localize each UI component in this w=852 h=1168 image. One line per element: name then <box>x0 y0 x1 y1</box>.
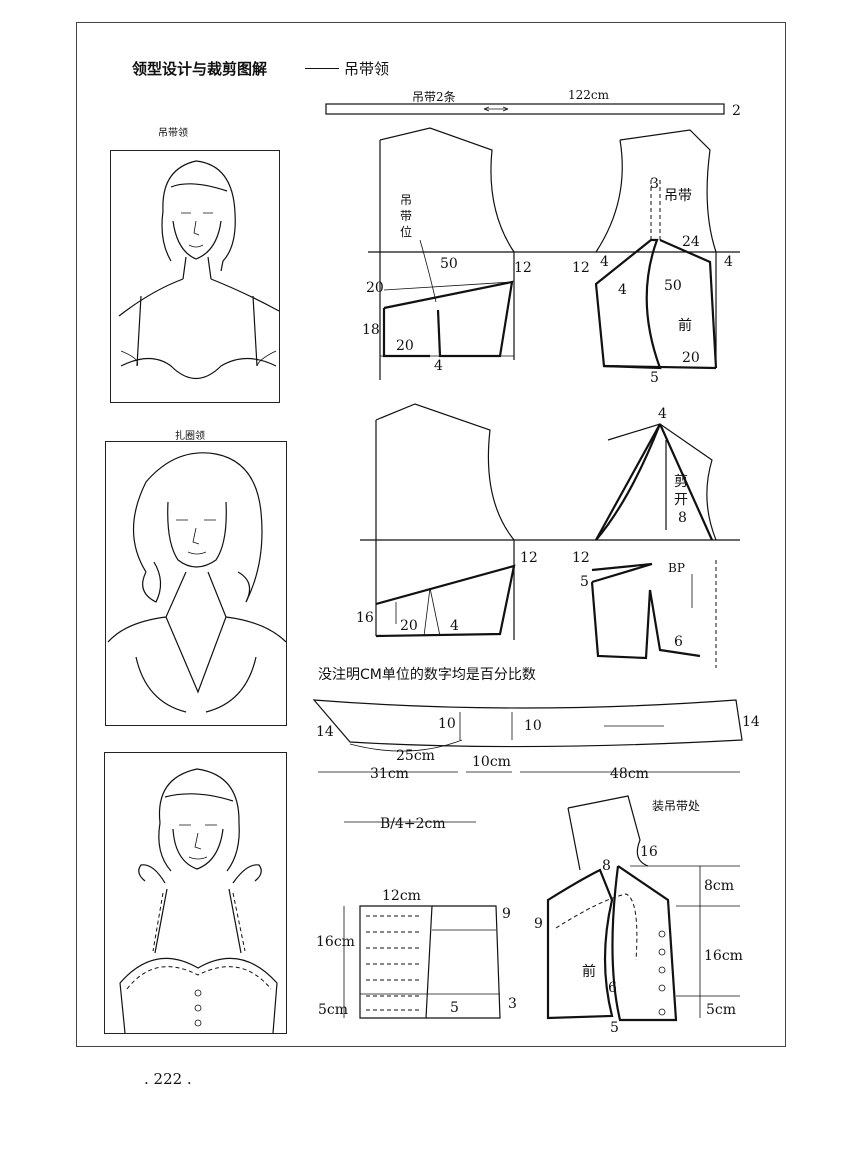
caption-tied-collar: 扎圈领 <box>175 431 205 442</box>
strap-length: 122cm <box>568 88 610 102</box>
label-front-12: 12 <box>572 260 590 276</box>
bottom-5b: 5 <box>610 1020 619 1036</box>
label-front-4c: 4 <box>618 282 627 298</box>
illustration-tied-collar <box>105 441 287 726</box>
bottom-strap-pos: 装吊带处 <box>652 799 700 813</box>
label-front-20: 20 <box>682 350 700 366</box>
illustration-strap-collar <box>110 150 280 403</box>
label-front-3: 3 <box>650 176 659 192</box>
collar-10a: 10 <box>438 716 456 732</box>
collar-48cm: 48cm <box>610 766 649 782</box>
label-front-qian: 前 <box>678 317 692 334</box>
page-subtitle: 吊带领 <box>344 60 390 78</box>
bottom-6: 6 <box>608 980 617 996</box>
bottom-16cm-a: 16cm <box>316 934 355 950</box>
bottom-8: 8 <box>602 858 611 874</box>
label-p2-20: 20 <box>400 618 418 634</box>
strap-label: 吊带2条 <box>412 90 456 104</box>
label-back-20a: 20 <box>366 280 384 296</box>
collar-14b: 14 <box>742 714 760 730</box>
bottom-9a: 9 <box>502 906 511 922</box>
label-back-20b: 20 <box>396 338 414 354</box>
title-dash <box>305 68 339 69</box>
bottom-12cm: 12cm <box>382 888 421 904</box>
bottom-5a: 5 <box>450 1000 459 1016</box>
bottom-16: 16 <box>640 844 658 860</box>
label-p2-4b: 4 <box>450 618 459 634</box>
label-back-4: 4 <box>434 358 443 374</box>
bottom-3: 3 <box>508 996 517 1012</box>
label-front-5: 5 <box>650 370 659 386</box>
label-p2-jian: 剪 <box>674 474 688 490</box>
label-front-strap: 吊带 <box>664 188 692 204</box>
label-p2-12b: 12 <box>572 550 590 566</box>
bottom-5cm-a: 5cm <box>318 1002 348 1018</box>
illustration-halter-collar <box>104 752 287 1034</box>
bottom-qian: 前 <box>582 963 596 980</box>
label-diao: 吊 <box>400 193 412 207</box>
label-p2-16: 16 <box>356 610 374 626</box>
label-dai: 带 <box>400 209 412 223</box>
label-p2-12a: 12 <box>520 550 538 566</box>
label-front-50: 50 <box>664 278 682 294</box>
label-p2-8: 8 <box>678 510 687 526</box>
page-frame <box>76 22 786 1047</box>
caption-strap-collar: 吊带领 <box>158 128 188 139</box>
collar-25cm: 25cm <box>396 748 435 764</box>
page-title: 领型设计与裁剪图解 <box>132 60 268 78</box>
label-back-50: 50 <box>440 256 458 272</box>
bottom-8cm: 8cm <box>704 878 734 894</box>
label-p2-5: 5 <box>580 574 589 590</box>
label-back-18: 18 <box>362 322 380 338</box>
collar-31cm: 31cm <box>370 766 409 782</box>
page-number: . 222 . <box>144 1070 192 1088</box>
label-p2-4: 4 <box>658 406 667 422</box>
note-text: 没注明CM单位的数字均是百分比数 <box>318 667 536 683</box>
label-p2-kai: 开 <box>674 492 688 508</box>
label-front-4b: 4 <box>600 254 609 270</box>
bottom-5cm-b: 5cm <box>706 1002 736 1018</box>
collar-10b: 10 <box>524 718 542 734</box>
bottom-9b: 9 <box>534 916 543 932</box>
label-back-12: 12 <box>514 260 532 276</box>
label-p2-bp: BP <box>668 561 685 575</box>
label-p2-6: 6 <box>674 634 683 650</box>
label-front-24: 24 <box>682 234 700 250</box>
bottom-16cm-b: 16cm <box>704 948 743 964</box>
bottom-b4: B/4+2cm <box>380 816 446 832</box>
label-front-4a: 4 <box>724 254 733 270</box>
label-wei: 位 <box>400 224 412 239</box>
collar-14a: 14 <box>316 724 334 740</box>
strap-width: 2 <box>732 103 741 119</box>
collar-10cm: 10cm <box>472 754 511 770</box>
